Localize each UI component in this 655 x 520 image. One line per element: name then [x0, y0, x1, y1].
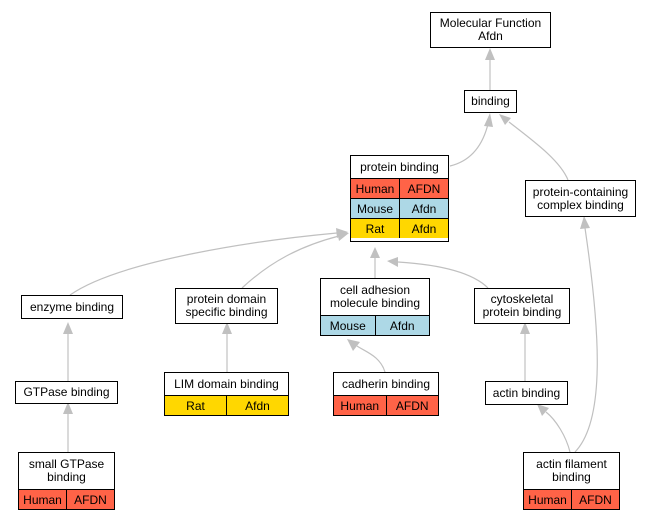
node-label-line2: complex binding	[537, 197, 624, 212]
node-label-line1: Molecular Function	[439, 16, 542, 30]
gene-label: AFDN	[66, 490, 114, 509]
arrowhead	[222, 322, 232, 334]
arrowhead	[337, 231, 349, 241]
species-label: Mouse	[356, 201, 394, 216]
node-label-line1: cytoskeletal	[490, 292, 554, 306]
node-label: cadherin binding	[341, 376, 431, 391]
node-label-line1: protein-containing	[532, 184, 629, 199]
gene-label: AFDN	[571, 490, 619, 509]
species-label: Rat	[365, 221, 385, 236]
species-row-mouse: Mouse Afdn	[321, 315, 429, 335]
species-label: Mouse	[329, 318, 366, 333]
node-label-line1: small GTPase	[28, 457, 105, 471]
arrowhead	[485, 48, 495, 60]
species-row-rat: Rat Afdn	[351, 218, 448, 238]
node-label: actin binding	[492, 385, 561, 400]
edge-enzyme-binding-to-protein-binding	[69, 232, 338, 296]
arrowhead	[499, 114, 511, 125]
species-label: Human	[528, 492, 567, 507]
node-molecular-function[interactable]: Molecular Function Afdn	[430, 12, 551, 48]
node-lim-domain-binding[interactable]: LIM domain binding Rat Afdn	[164, 372, 289, 416]
node-binding[interactable]: binding	[464, 90, 517, 113]
species-row-rat: Rat Afdn	[165, 395, 288, 415]
edge-filament-to-actin-binding	[545, 411, 571, 453]
arrowhead	[580, 216, 590, 229]
gene-label: Afdn	[399, 219, 448, 238]
species-label: Rat	[186, 398, 205, 413]
node-cell-adhesion-molecule-binding[interactable]: cell adhesion molecule binding Mouse Afd…	[320, 278, 430, 336]
node-small-gtpase-binding[interactable]: small GTPase binding Human AFDN	[18, 452, 115, 510]
gene-label: AFDN	[399, 179, 448, 198]
arrowhead	[347, 339, 360, 351]
arrowhead	[63, 322, 73, 334]
species-row-human: Human AFDN	[524, 489, 619, 509]
gene-label: Afdn	[399, 199, 448, 218]
species-label: Human	[355, 181, 395, 196]
node-label-line1: cell adhesion	[339, 283, 411, 297]
node-label-line2: Afdn	[478, 29, 503, 43]
node-actin-filament-binding[interactable]: actin filament binding Human AFDN	[523, 452, 620, 510]
edge-filament-to-complex-binding	[574, 227, 598, 453]
node-enzyme-binding[interactable]: enzyme binding	[21, 295, 123, 319]
edge-cytoskeletal-to-protein-binding	[397, 261, 489, 289]
species-label: Human	[23, 492, 62, 507]
edge-cadherin-to-cell-adhesion	[356, 345, 386, 373]
edge-domain-specific-to-protein-binding	[241, 235, 340, 289]
arrowhead	[387, 257, 398, 267]
node-label-line2: specific binding	[185, 305, 268, 319]
node-actin-binding[interactable]: actin binding	[485, 381, 568, 405]
gene-label: AFDN	[385, 396, 439, 415]
node-cytoskeletal-protein-binding[interactable]: cytoskeletal protein binding	[474, 288, 570, 324]
node-label: LIM domain binding	[174, 376, 279, 391]
node-label: protein binding	[360, 159, 439, 174]
arrowhead	[370, 247, 380, 258]
species-label: Human	[340, 398, 380, 413]
edge-protein-binding-to-binding	[449, 123, 489, 167]
species-row-human: Human AFDN	[334, 395, 438, 415]
arrowhead	[537, 404, 549, 416]
species-row-human: Human AFDN	[351, 178, 448, 198]
gene-label: Afdn	[374, 316, 430, 335]
node-label-line2: protein binding	[482, 305, 562, 319]
node-label-line1: actin filament	[536, 457, 607, 471]
node-label: GTPase binding	[23, 385, 110, 399]
gene-label: Afdn	[226, 396, 288, 415]
edge-complex-binding-to-binding	[508, 121, 569, 181]
node-label: enzyme binding	[29, 299, 115, 314]
arrowhead	[520, 322, 530, 334]
arrowhead	[484, 113, 493, 127]
node-protein-containing-complex-binding[interactable]: protein-containing complex binding	[525, 180, 636, 217]
node-cadherin-binding[interactable]: cadherin binding Human AFDN	[333, 372, 439, 416]
species-row-mouse: Mouse Afdn	[351, 198, 448, 218]
arrowhead	[63, 402, 73, 414]
node-protein-domain-specific-binding[interactable]: protein domain specific binding	[175, 288, 278, 324]
node-label-line1: protein domain	[186, 292, 267, 306]
node-protein-binding[interactable]: protein binding Human AFDN Mouse Afdn Ra…	[350, 155, 449, 242]
node-label-line2: binding	[552, 470, 591, 484]
node-gtpase-binding[interactable]: GTPase binding	[15, 381, 118, 404]
node-label: binding	[471, 94, 510, 108]
node-label-line2: molecule binding	[329, 296, 421, 310]
node-label-line2: binding	[47, 470, 86, 484]
species-row-human: Human AFDN	[19, 489, 114, 509]
